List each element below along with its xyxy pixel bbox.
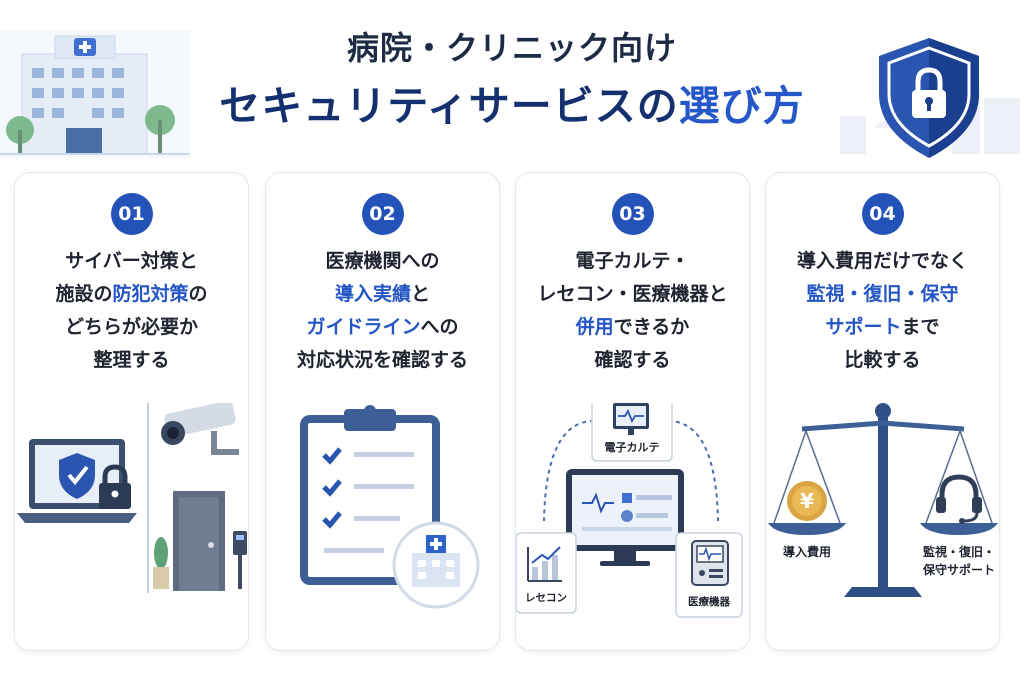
step-badge: 02 bbox=[361, 193, 404, 235]
device-label: 医療機器 bbox=[688, 595, 730, 608]
system-integration-illustration: 電子カルテ レセコン bbox=[516, 403, 743, 618]
medical-device-icon bbox=[691, 540, 729, 586]
highlight-text: サポート bbox=[825, 316, 902, 338]
card-text-line: 施設の防犯対策の bbox=[21, 278, 242, 311]
yen-symbol: ¥ bbox=[800, 489, 814, 513]
step-badge: 04 bbox=[861, 193, 904, 235]
card-text-line: 医療機関への bbox=[272, 245, 493, 278]
body-text: 整理する bbox=[93, 349, 170, 371]
card-text-line: 整理する bbox=[21, 344, 242, 377]
body-text: できるか bbox=[613, 316, 690, 338]
balance-scale-illustration: ¥ 導入費用 監視・復旧・ 保守サポート bbox=[768, 403, 998, 597]
title-line2: セキュリティサービスの選び方 bbox=[200, 76, 824, 136]
hospital-building-icon bbox=[392, 521, 480, 609]
padlock-icon bbox=[99, 464, 131, 509]
shield-check-icon bbox=[59, 453, 95, 499]
highlight-text: 併用 bbox=[575, 316, 614, 338]
body-text: 導入費用だけでなく bbox=[796, 250, 968, 272]
step-badge: 01 bbox=[110, 193, 153, 235]
card-03: 03 電子カルテ・レセコン・医療機器と併用できるか確認する 電子カルテ bbox=[515, 172, 750, 651]
card-text-line: どちらが必要か bbox=[21, 311, 242, 344]
receipt-computer-box: レセコン bbox=[516, 532, 577, 614]
access-control-panel-icon bbox=[233, 531, 247, 589]
body-text: 対応状況を確認する bbox=[296, 349, 468, 371]
ehr-label: 電子カルテ bbox=[605, 441, 660, 454]
card-text-line: レセコン・医療機器と bbox=[522, 278, 743, 311]
body-text: 施設の bbox=[55, 283, 113, 305]
body-text: と bbox=[411, 283, 431, 305]
body-text: どちらが必要か bbox=[64, 316, 198, 338]
cyber-physical-illustration bbox=[17, 403, 247, 593]
monitor-icon bbox=[613, 403, 649, 435]
card-text-line: 導入実績と bbox=[272, 278, 493, 311]
card-text: 電子カルテ・レセコン・医療機器と併用できるか確認する bbox=[522, 245, 743, 377]
headset-icon bbox=[936, 474, 982, 524]
balance-scale-icon bbox=[768, 403, 998, 597]
title-main: セキュリティサービスの bbox=[219, 82, 679, 130]
security-camera-icon bbox=[161, 403, 239, 455]
card-text-line: 導入費用だけでなく bbox=[772, 245, 993, 278]
card-text: サイバー対策と施設の防犯対策のどちらが必要か整理する bbox=[21, 245, 242, 377]
card-text-line: 対応状況を確認する bbox=[272, 344, 493, 377]
cost-label: 導入費用 bbox=[783, 544, 831, 559]
card-text-line: 確認する bbox=[522, 344, 743, 377]
body-text: サイバー対策と bbox=[65, 250, 198, 272]
body-text: 医療機関への bbox=[325, 250, 440, 272]
checklist-illustration bbox=[300, 405, 480, 609]
card-text-line: 併用できるか bbox=[522, 311, 743, 344]
security-shield-illustration bbox=[840, 38, 1020, 158]
body-text: 確認する bbox=[594, 349, 671, 371]
card-text-line: 監視・復旧・保守 bbox=[772, 278, 993, 311]
central-monitor-icon bbox=[566, 469, 684, 566]
card-text: 導入費用だけでなく監視・復旧・保守サポートまで比較する bbox=[772, 245, 993, 377]
title-line1: 病院・クリニック向け bbox=[346, 29, 677, 67]
medical-device-box: 医療機器 bbox=[675, 532, 743, 618]
body-text: まで bbox=[901, 316, 940, 338]
header: 病院・クリニック向け セキュリティサービスの選び方 bbox=[200, 26, 824, 136]
card-text-line: 電子カルテ・ bbox=[522, 245, 743, 278]
card-text-line: サイバー対策と bbox=[21, 245, 242, 278]
hospital-illustration bbox=[0, 30, 190, 158]
yen-coin-icon: ¥ bbox=[787, 481, 827, 521]
highlight-text: 導入実績 bbox=[334, 283, 411, 305]
card-text-line: 比較する bbox=[772, 344, 993, 377]
body-text: 比較する bbox=[844, 349, 921, 371]
body-text: 電子カルテ・ bbox=[575, 250, 690, 272]
card-text-line: ガイドラインへの bbox=[272, 311, 493, 344]
step-badge: 03 bbox=[611, 193, 654, 235]
ehr-box: 電子カルテ bbox=[591, 403, 673, 462]
card-text: 医療機関への導入実績とガイドラインへの対応状況を確認する bbox=[272, 245, 493, 377]
title-accent: 選び方 bbox=[678, 82, 805, 130]
support-label-line2: 保守サポート bbox=[922, 562, 995, 577]
card-01: 01 サイバー対策と施設の防犯対策のどちらが必要か整理する bbox=[14, 172, 249, 651]
body-text: への bbox=[420, 316, 459, 338]
card-04: 04 導入費用だけでなく監視・復旧・保守サポートまで比較する ¥ 導入費 bbox=[765, 172, 1000, 651]
card-text-line: サポートまで bbox=[772, 311, 993, 344]
support-label-line1: 監視・復旧・ bbox=[923, 544, 995, 559]
bar-chart-icon bbox=[527, 546, 562, 582]
plant-icon bbox=[153, 537, 169, 589]
highlight-text: ガイドライン bbox=[306, 316, 421, 338]
receipt-label: レセコン bbox=[525, 592, 567, 604]
body-text: レセコン・医療機器と bbox=[537, 283, 728, 305]
door-icon bbox=[173, 491, 225, 591]
highlight-text: 監視・復旧・保守 bbox=[806, 283, 959, 305]
highlight-text: 防犯対策 bbox=[112, 283, 189, 305]
body-text: の bbox=[188, 283, 208, 305]
card-02: 02 医療機関への導入実績とガイドラインへの対応状況を確認する bbox=[265, 172, 500, 651]
